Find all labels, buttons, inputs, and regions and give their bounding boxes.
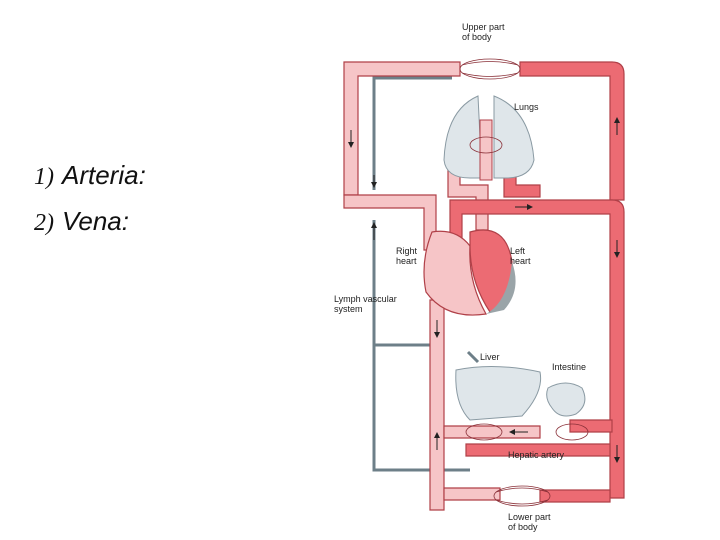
label-lower-body-2: of body [508,522,538,532]
label-left-heart: Left [510,246,526,256]
label-upper-body-2: of body [462,32,492,42]
artery-intestine [570,420,612,432]
intestine [547,383,585,416]
label-upper-body: Upper part [462,22,505,32]
artery-lower-body [540,490,610,502]
heart [424,230,516,315]
label-hepatic-artery: Hepatic artery [508,450,565,460]
label-left-heart-2: heart [510,256,531,266]
label-right-heart-2: heart [396,256,417,266]
label-lymph: Lymph vascular [334,294,397,304]
vena-upper-loop [344,62,460,195]
label-intestine: Intestine [552,362,586,372]
organs-abdomen [456,366,585,420]
label-right-heart: Right [396,246,418,256]
liver [456,366,541,420]
aorta-upper [520,62,624,200]
label-lymph-2: system [334,304,363,314]
label-lower-body: Lower part [508,512,551,522]
label-liver: Liver [480,352,500,362]
vena-lower-body-left [444,488,500,500]
label-lungs: Lungs [514,102,539,112]
capillary-upper-body [460,59,520,79]
vena-to-heart-top [344,195,436,250]
